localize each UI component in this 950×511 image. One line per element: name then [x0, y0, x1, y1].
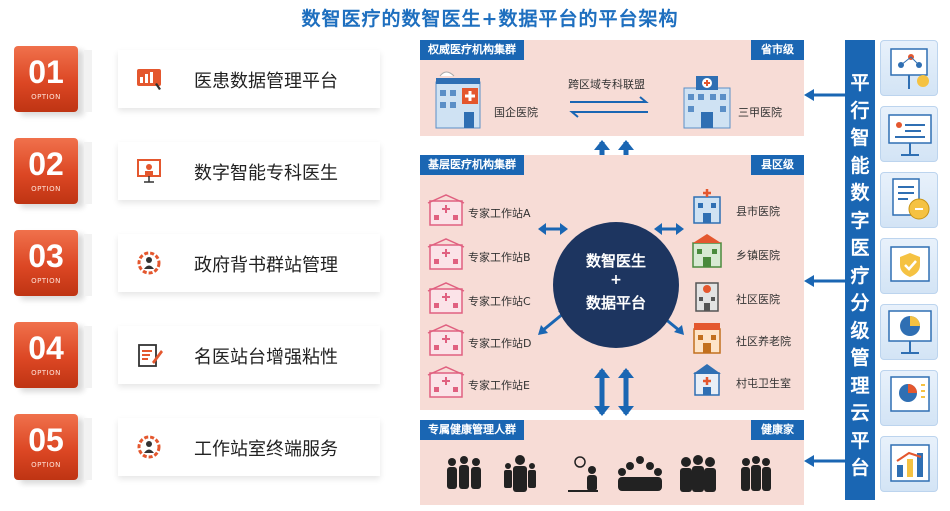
facility-label: 县市医院 [736, 205, 780, 218]
hub-line: 数据平台 [585, 294, 646, 312]
option-number: 03 [28, 238, 64, 274]
workstation-building-icon [427, 366, 465, 398]
document-coin-icon [880, 172, 938, 228]
left-arrow-icon [804, 455, 846, 467]
option-card: 医患数据管理平台 [118, 50, 380, 108]
workstation-building-icon [427, 324, 465, 356]
page-title: 数智医疗的数智医生+数据平台的平台架构 [301, 8, 679, 30]
hospital-label: 国企医院 [494, 106, 538, 119]
gear-person-icon [137, 251, 161, 275]
connector-arrow-icon [538, 223, 568, 235]
platform-hub: 数智医生 + 数据平台 [553, 222, 679, 348]
top-panel: 权威医疗机构集群 省市级 国企医院 跨区域专科联盟 三甲医院 [420, 40, 804, 136]
option-sub: OPTION [31, 185, 61, 193]
presentation-doctor-icon [137, 159, 161, 183]
option-label: 政府背书群站管理 [194, 255, 338, 276]
panel-tag: 省市级 [751, 40, 804, 60]
option-sub: OPTION [31, 369, 61, 377]
network-board-icon [880, 40, 938, 96]
left-arrow-icon [804, 275, 846, 287]
cloud-platform-label: 平行智能数字医疗分级管理云平台 [850, 72, 870, 479]
divider [84, 142, 92, 204]
nursing-home-icon [693, 323, 721, 354]
people-group-icons [447, 455, 771, 492]
facility-label: 社区养老院 [736, 335, 791, 348]
option-label: 数字智能专科医生 [194, 163, 338, 184]
panel-tag: 健康家 [751, 420, 804, 440]
hospital-label: 三甲医院 [738, 106, 782, 119]
village-clinic-icon [693, 364, 721, 396]
option-item-05[interactable]: 05 OPTION 工作站室终端服务 [14, 408, 384, 486]
divider [84, 50, 92, 112]
document-pen-icon [138, 344, 163, 367]
bar-chart-icon [880, 436, 938, 492]
option-card: 数字智能专科医生 [118, 142, 380, 200]
station-label: 专家工作站B [468, 251, 531, 264]
panel-header: 权威医疗机构集群 [420, 40, 524, 60]
gear-person-icon [137, 435, 161, 459]
station-label: 专家工作站A [468, 207, 531, 220]
connector-arrow-icon [654, 223, 684, 235]
hub-line: 数智医生 [585, 252, 646, 270]
option-number: 05 [28, 422, 64, 458]
option-number: 01 [28, 54, 64, 90]
options-list: 01 OPTION 医患数据管理平台 02 OPTION 数字智能专科医生 [14, 40, 384, 508]
option-badge: 04 OPTION [14, 322, 78, 388]
facility-label: 乡镇医院 [736, 249, 780, 262]
option-sub: OPTION [31, 93, 61, 101]
option-card: 名医站台增强粘性 [118, 326, 380, 384]
option-badge: 03 OPTION [14, 230, 78, 296]
presentation-board-icon [880, 106, 938, 162]
option-item-01[interactable]: 01 OPTION 医患数据管理平台 [14, 40, 384, 118]
hospital-building-icon [683, 76, 731, 129]
bottom-panel: 专属健康管理人群 健康家 [420, 420, 804, 505]
option-item-03[interactable]: 03 OPTION 政府背书群站管理 [14, 224, 384, 302]
cloud-platform-box: 平行智能数字医疗分级管理云平台 [845, 40, 875, 500]
divider [84, 418, 92, 480]
option-label: 医患数据管理平台 [194, 71, 338, 92]
workstation-building-icon [427, 194, 465, 226]
township-hospital-icon [692, 234, 722, 268]
facility-label: 村屯卫生室 [736, 377, 791, 390]
chart-report-icon [880, 370, 938, 426]
option-card: 工作站室终端服务 [118, 418, 380, 476]
left-arrow-icon [804, 89, 846, 101]
vertical-double-arrow-icon [594, 368, 634, 416]
option-item-04[interactable]: 04 OPTION 名医站台增强粘性 [14, 316, 384, 394]
workstation-building-icon [427, 282, 465, 314]
option-item-02[interactable]: 02 OPTION 数字智能专科医生 [14, 132, 384, 210]
hospital-building-icon [435, 71, 481, 129]
divider [84, 234, 92, 296]
chart-monitor-icon [137, 69, 161, 90]
station-label: 专家工作站C [468, 295, 531, 308]
option-number: 04 [28, 330, 64, 366]
pie-chart-icon [880, 304, 938, 360]
community-hospital-icon [695, 282, 719, 312]
option-badge: 05 OPTION [14, 414, 78, 480]
alliance-label: 跨区域专科联盟 [568, 78, 645, 91]
option-label: 名医站台增强粘性 [194, 347, 338, 368]
option-number: 02 [28, 146, 64, 182]
option-badge: 02 OPTION [14, 138, 78, 204]
station-label: 专家工作站D [468, 337, 532, 350]
shield-check-icon [880, 238, 938, 294]
workstation-building-icon [427, 238, 465, 270]
facility-label: 社区医院 [736, 293, 780, 306]
panel-header: 基层医疗机构集群 [420, 155, 524, 175]
panel-header: 专属健康管理人群 [420, 420, 524, 440]
panel-tag: 县区级 [751, 155, 804, 175]
option-sub: OPTION [31, 461, 61, 469]
option-label: 工作站室终端服务 [194, 439, 338, 460]
station-label: 专家工作站E [468, 379, 530, 392]
double-arrow-icon [569, 96, 649, 118]
option-badge: 01 OPTION [14, 46, 78, 112]
option-card: 政府背书群站管理 [118, 234, 380, 292]
county-hospital-icon [693, 189, 721, 224]
option-sub: OPTION [31, 277, 61, 285]
divider [84, 326, 92, 388]
hub-line: + [610, 272, 622, 288]
